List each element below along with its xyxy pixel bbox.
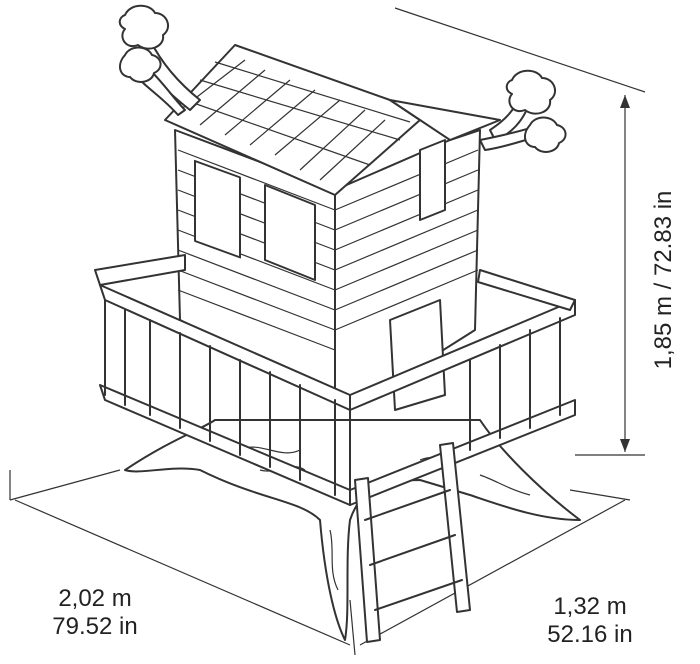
leaf-cluster bbox=[118, 46, 162, 83]
leaf-cluster bbox=[523, 116, 567, 153]
width-dimension-label: 2,02 m 79.52 in bbox=[20, 585, 170, 641]
door bbox=[389, 299, 446, 411]
tree-trunk bbox=[124, 419, 581, 641]
window-left bbox=[194, 159, 241, 259]
window-front bbox=[264, 184, 316, 281]
depth-metric: 1,32 m bbox=[553, 593, 627, 620]
width-imperial: 79.52 in bbox=[52, 613, 138, 640]
branches bbox=[118, 4, 567, 153]
ladder bbox=[354, 442, 471, 643]
width-metric: 2,02 m bbox=[58, 585, 132, 612]
roof bbox=[164, 44, 501, 196]
height-text: 1,85 m / 72.83 in bbox=[650, 190, 677, 370]
leaf-cluster bbox=[118, 4, 170, 50]
dimension-lines bbox=[9, 7, 646, 656]
railing bbox=[94, 254, 576, 506]
house bbox=[174, 129, 481, 411]
depth-dimension-label: 1,32 m 52.16 in bbox=[515, 593, 665, 649]
depth-imperial: 52.16 in bbox=[547, 621, 633, 648]
window-side bbox=[419, 139, 446, 221]
leaf-cluster bbox=[505, 69, 557, 115]
